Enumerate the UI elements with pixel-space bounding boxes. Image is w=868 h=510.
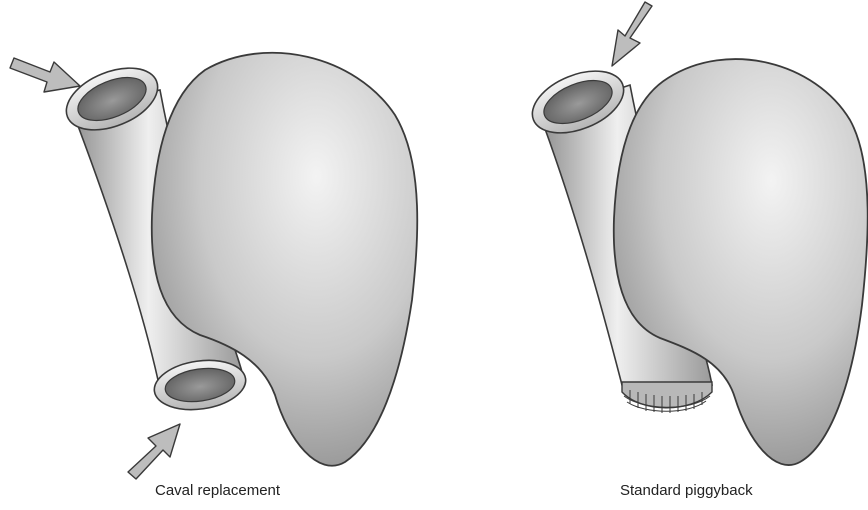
caption-caval-replacement: Caval replacement xyxy=(155,482,280,499)
panel-caval-replacement xyxy=(10,53,417,479)
panel-standard-piggyback xyxy=(523,2,867,465)
arrow-icon xyxy=(10,58,80,92)
suture-line xyxy=(622,382,712,408)
arrow-icon xyxy=(128,424,180,479)
caption-standard-piggyback: Standard piggyback xyxy=(620,482,753,499)
arrow-icon xyxy=(612,2,652,66)
